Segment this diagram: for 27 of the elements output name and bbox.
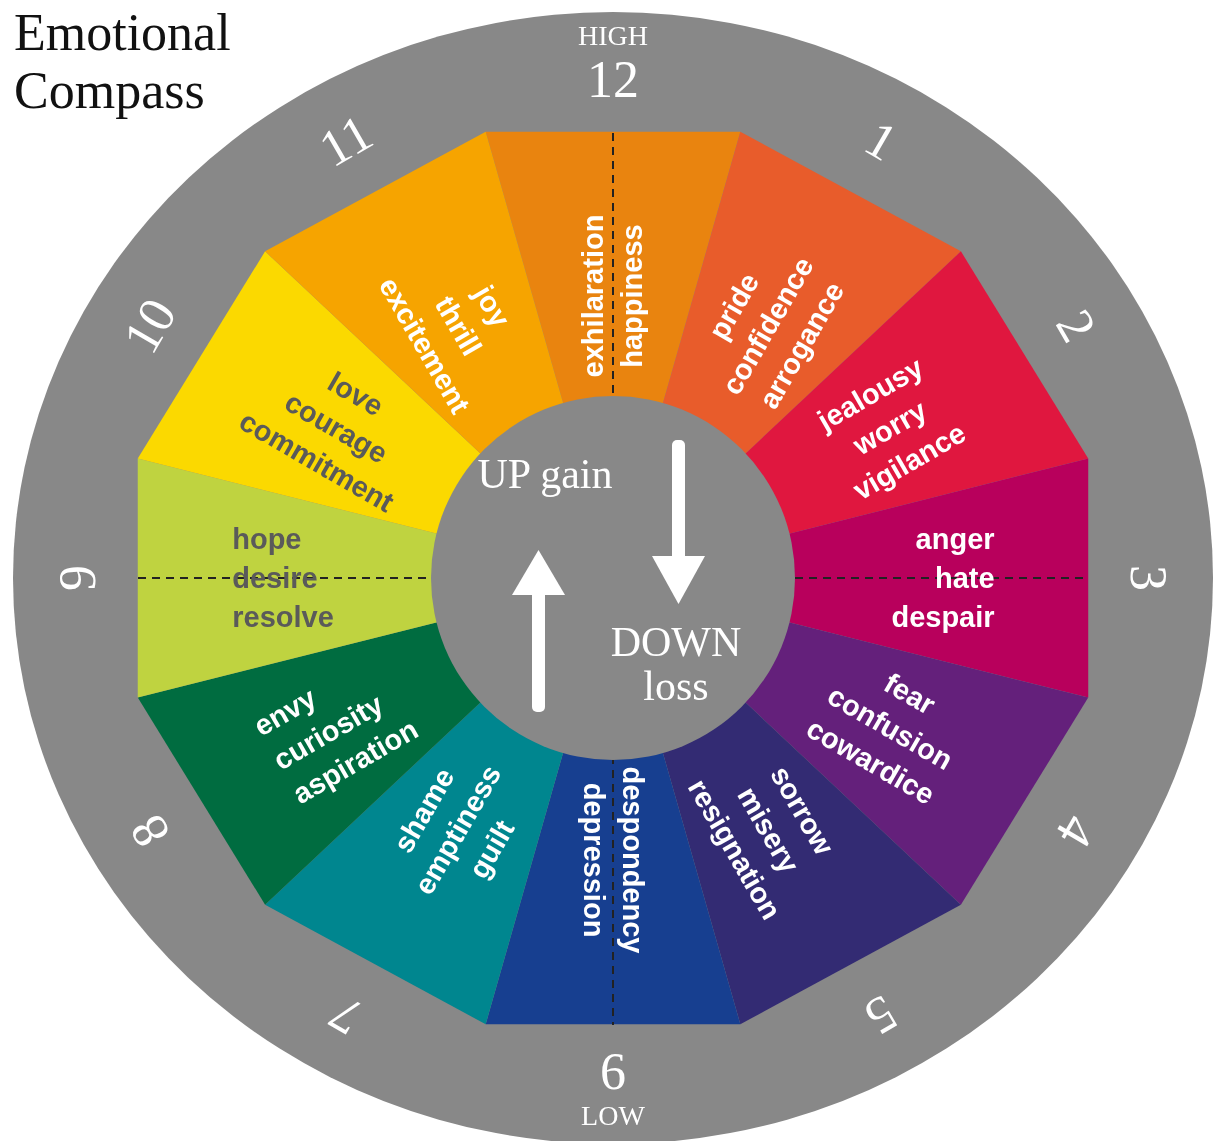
scale-label: HIGH xyxy=(578,21,648,51)
title: Emotional Compass xyxy=(14,4,232,120)
emotion-word: hope xyxy=(232,521,303,557)
emotion-word: happiness xyxy=(615,223,649,370)
emotion-word: resolve xyxy=(232,599,334,635)
direction-label: UP gain xyxy=(476,452,614,496)
direction-label: DOWN loss xyxy=(609,620,743,708)
clock-number: 8 xyxy=(119,805,180,856)
emotion-word: despair xyxy=(891,599,995,635)
clock-number: 2 xyxy=(1046,300,1107,351)
emotion-word: anger xyxy=(914,521,995,557)
clock-number: 12 xyxy=(587,53,639,107)
emotion-word: desire xyxy=(232,560,319,596)
clock-number: 7 xyxy=(320,985,371,1046)
scale-label: LOW xyxy=(581,1101,645,1131)
clock-number: 9 xyxy=(51,565,105,591)
emotion-word: despondency xyxy=(616,766,650,954)
clock-number: 4 xyxy=(1046,805,1107,856)
clock-number: 5 xyxy=(855,985,906,1046)
clock-number: 6 xyxy=(600,1045,626,1099)
clock-number: 11 xyxy=(310,104,381,177)
clock-number: 3 xyxy=(1121,565,1175,591)
emotion-word: exhilaration xyxy=(576,214,610,378)
clock-number: 10 xyxy=(113,289,187,362)
emotion-word: hate xyxy=(933,560,995,596)
clock-number: 1 xyxy=(855,110,906,171)
emotion-word: depression xyxy=(577,781,611,940)
